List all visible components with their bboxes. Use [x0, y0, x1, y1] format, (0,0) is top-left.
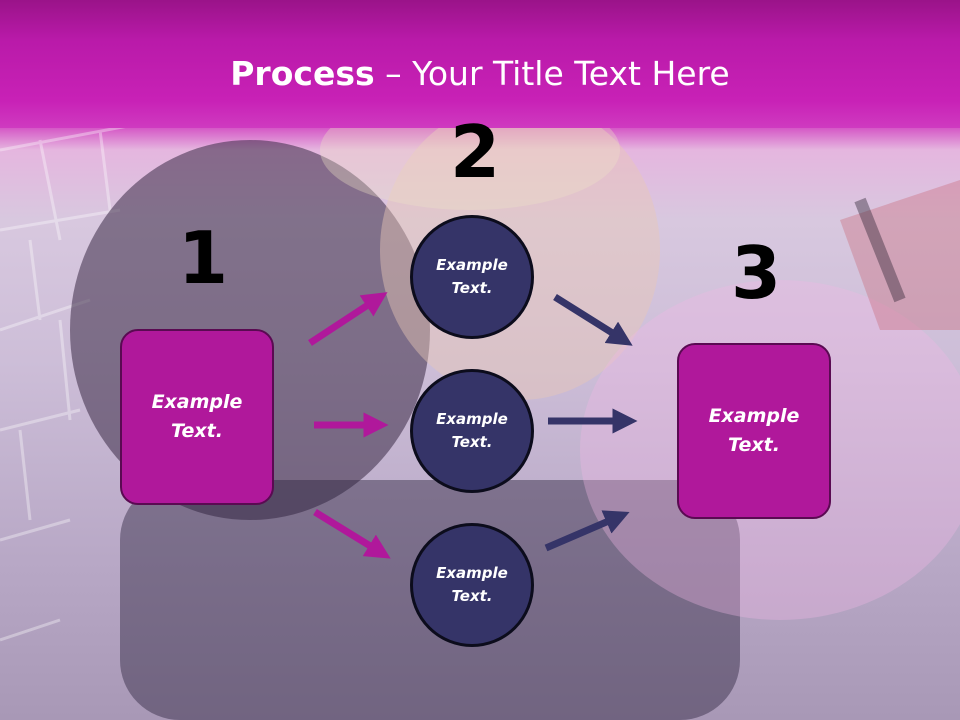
step-2-circle-bottom: Example Text.: [410, 523, 534, 647]
title-bar: [0, 0, 960, 128]
title-bold: Process: [230, 54, 375, 93]
title-rest: – Your Title Text Here: [374, 54, 730, 93]
arrow-1-to-2-bottom: [313, 509, 391, 559]
arrow-2-top-to-3: [553, 294, 633, 346]
step-2-circle-top: Example Text.: [410, 215, 534, 339]
arrow-2-bottom-to-3: [544, 510, 630, 552]
step-3-box: Example Text.: [677, 343, 831, 519]
step-2-number: 2: [450, 110, 501, 194]
step-1-number: 1: [178, 216, 229, 300]
step-3-number: 3: [731, 231, 782, 315]
step-2-circle-middle: Example Text.: [410, 369, 534, 493]
step-1-box: Example Text.: [120, 329, 274, 505]
arrow-1-to-2-top: [308, 292, 388, 346]
page-title: Process – Your Title Text Here: [0, 52, 960, 96]
